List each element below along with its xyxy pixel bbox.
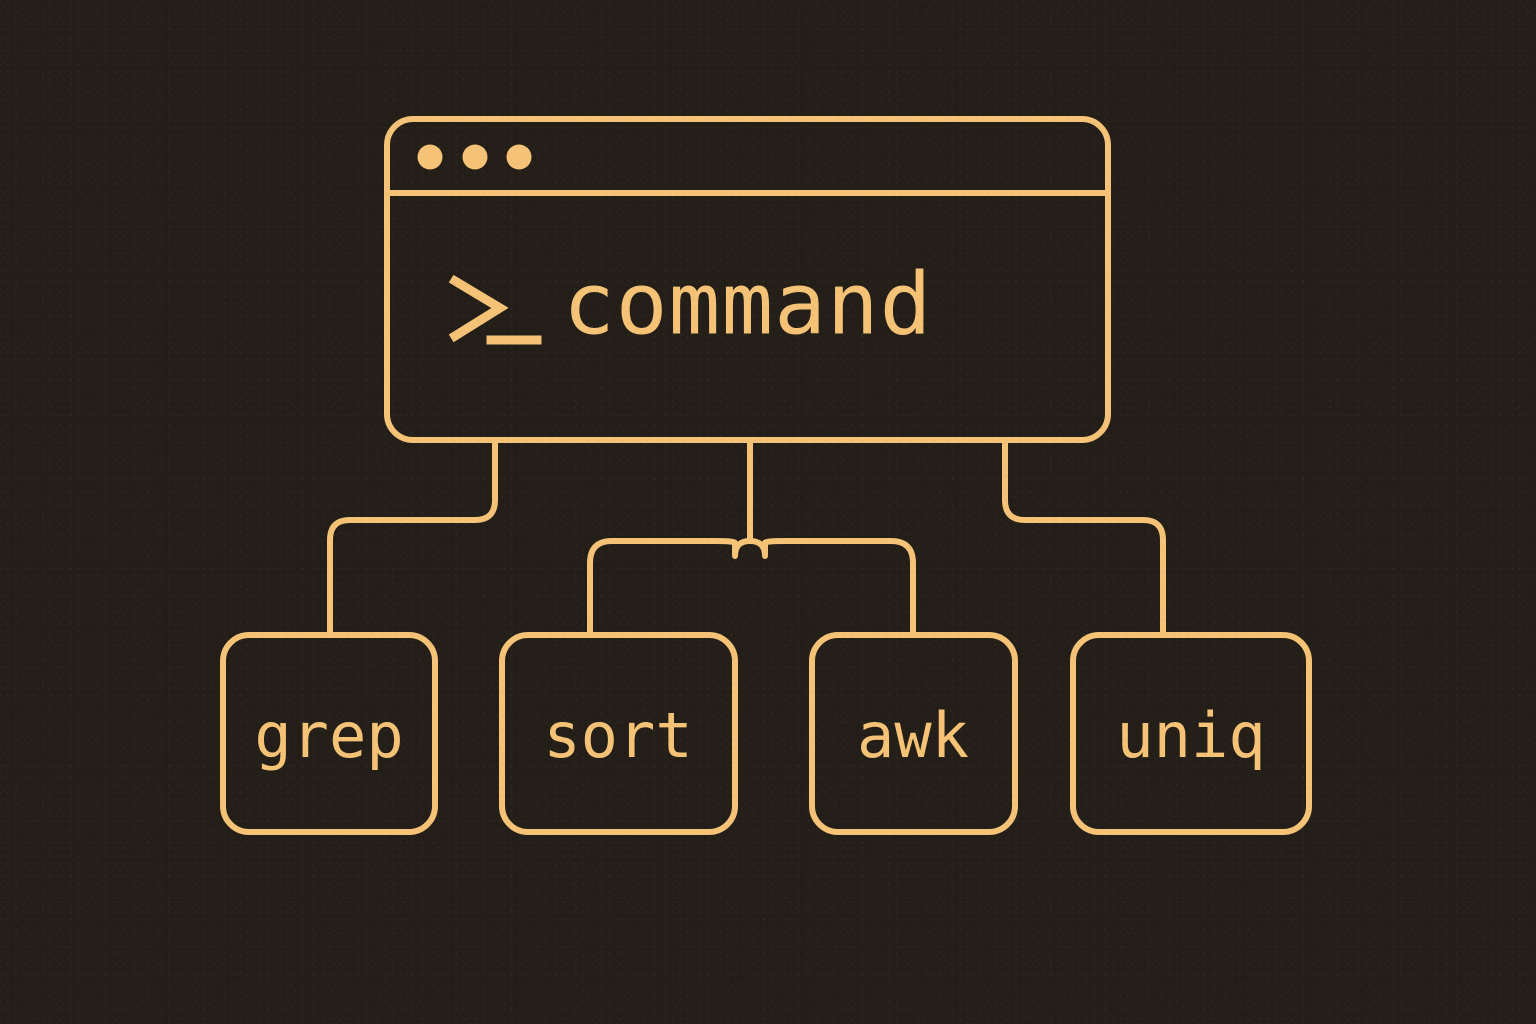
leaf-label-sort: sort bbox=[543, 699, 692, 772]
leaf-node-grep[interactable]: grep bbox=[220, 632, 438, 835]
prompt-icon bbox=[448, 274, 542, 345]
window-dot-maximize[interactable] bbox=[506, 144, 532, 170]
leaf-label-uniq: uniq bbox=[1116, 699, 1265, 772]
window-dot-minimize[interactable] bbox=[462, 144, 488, 170]
connector-to-uniq bbox=[1002, 437, 1166, 638]
leaf-box-uniq bbox=[1070, 632, 1312, 835]
leaf-label-awk: awk bbox=[857, 699, 969, 772]
leaf-box-grep bbox=[220, 632, 438, 835]
window-dot-close[interactable] bbox=[417, 144, 443, 170]
terminal-command-text: command bbox=[563, 254, 932, 354]
leaf-node-sort[interactable]: sort bbox=[499, 632, 738, 835]
terminal-window[interactable]: command bbox=[384, 116, 1111, 443]
leaf-node-awk[interactable]: awk bbox=[809, 632, 1018, 835]
leaf-box-awk bbox=[809, 632, 1018, 835]
connector-group bbox=[327, 437, 1166, 638]
leaf-box-sort bbox=[499, 632, 738, 835]
leaf-node-uniq[interactable]: uniq bbox=[1070, 632, 1312, 835]
connector-to-grep bbox=[327, 437, 498, 638]
connector-to-awk bbox=[747, 538, 916, 638]
connector-to-sort bbox=[587, 538, 753, 638]
leaf-label-grep: grep bbox=[254, 699, 403, 772]
terminal-window-frame bbox=[384, 116, 1111, 443]
